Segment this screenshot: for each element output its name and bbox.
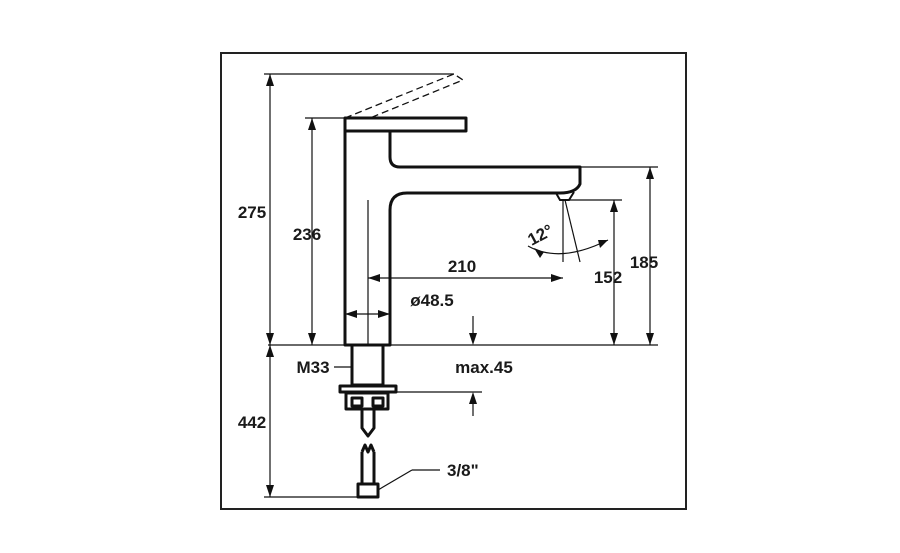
label-thread-size: M33 [296,358,329,377]
label-below-deck-length: 442 [238,413,266,432]
label-total-height: 275 [238,203,266,222]
label-spout-angle: 12° [525,221,557,250]
mounting-hardware [338,343,398,499]
label-body-diameter: ø48.5 [410,291,453,310]
label-spout-height-inner: 152 [594,268,622,287]
label-body-height: 236 [293,225,321,244]
label-connection-size: 3/8" [447,461,479,480]
drawing-frame [220,52,687,510]
dimension-lines [264,73,658,498]
label-max-deck-thickness: max.45 [455,358,513,377]
label-spout-height-outer: 185 [630,253,658,272]
faucet-outline [343,73,582,347]
label-spout-reach: 210 [448,257,476,276]
